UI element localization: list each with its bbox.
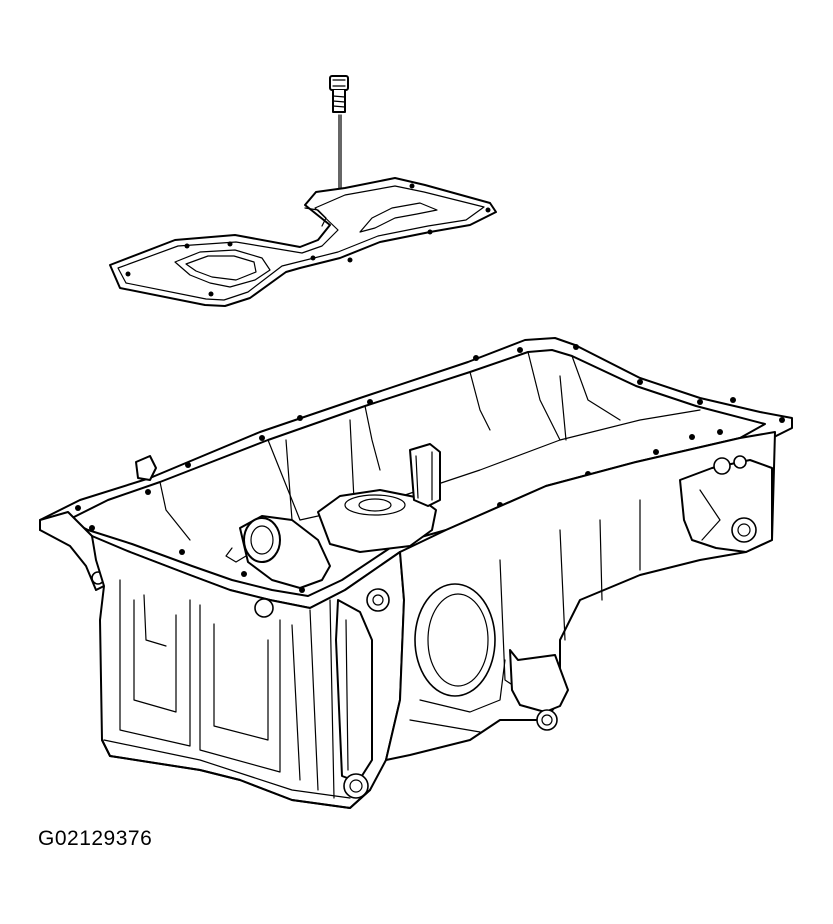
oil-pickup-tube <box>225 515 331 589</box>
figure-code-label: G02129376 <box>38 827 153 850</box>
oil-pan-baffle-plate <box>109 177 497 307</box>
oil-pan-housing <box>39 337 793 809</box>
bolt-icon <box>329 75 349 191</box>
oil-pump-pickup-housing <box>317 489 437 553</box>
